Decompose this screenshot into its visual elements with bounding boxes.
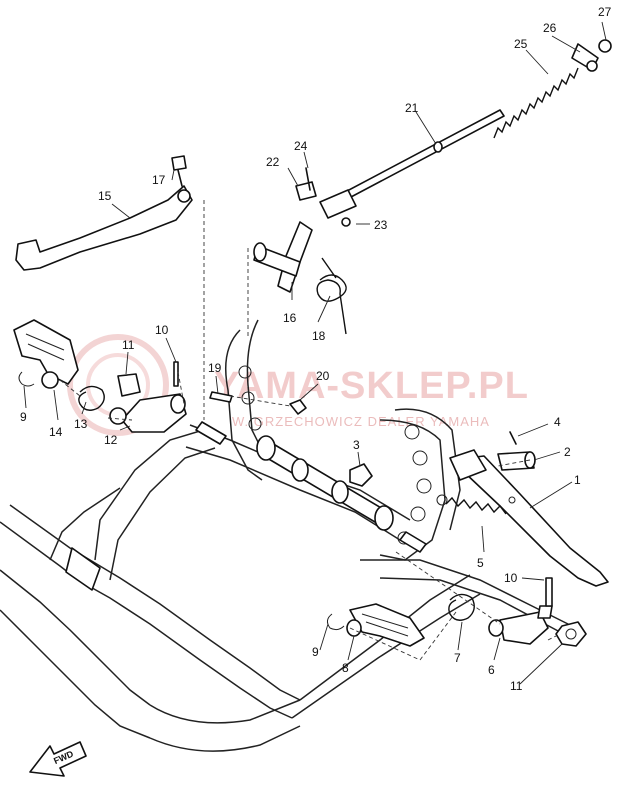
frame [0,319,581,752]
part-label-23: 23 [374,218,388,232]
brake-rod [329,109,505,207]
pivot-nut [349,463,373,487]
part-label-8: 8 [342,661,349,675]
part-label-16: 16 [283,311,297,325]
part-label-7: 7 [454,651,461,665]
watermark: YAMA-SKLEP.PL W. GRZECHOWICZ DEALER YAMA… [67,334,529,436]
part-label-15: 15 [98,189,112,203]
part-label-11-upper: 11 [122,338,135,352]
assembly-lines [59,200,561,661]
part-label-6: 6 [488,663,495,677]
part-label-26: 26 [543,21,557,35]
part-label-25: 25 [514,37,528,51]
watermark-logo-ring [67,334,169,436]
part-label-9-lower: 9 [312,645,319,659]
part-label-24: 24 [294,139,308,153]
part-label-27: 27 [598,5,612,19]
part-label-10-upper: 10 [155,323,169,337]
right-footrest-assembly [326,577,587,647]
part-label-21: 21 [405,101,419,115]
part-label-9-upper: 9 [20,410,27,424]
part-label-17: 17 [152,173,166,187]
part-label-4: 4 [554,415,561,429]
part-label-14: 14 [49,425,63,439]
part-label-22: 22 [266,155,280,169]
cable-adjuster-end [571,39,612,72]
bracket-bolt [209,391,233,403]
part-label-1: 1 [574,473,581,487]
watermark-sub-text: W. GRZECHOWICZ DEALER YAMAHA [232,414,490,429]
part-label-10-lower: 10 [504,571,518,585]
leader-lines [23,21,607,685]
return-spring [316,257,347,335]
part-label-13: 13 [74,417,88,431]
part-label-3: 3 [353,438,360,452]
left-footrest-assembly [13,319,187,433]
brake-pedal [15,185,193,271]
bracket-nut [289,399,307,415]
pedal-bolt [171,155,187,187]
part-label-20: 20 [316,369,330,383]
part-label-12: 12 [104,433,118,447]
part-label-19: 19 [208,361,222,375]
part-label-11-lower: 11 [510,679,523,693]
watermark-main-text: YAMA-SKLEP.PL [214,365,529,407]
part-label-18: 18 [312,329,326,343]
part-label-2: 2 [564,445,571,459]
cable-spring [493,67,579,139]
part-label-5: 5 [477,556,484,570]
fwd-arrow-icon: FWD [29,741,87,777]
rod-clevis [295,167,357,227]
part-number-labels: 27 26 25 21 24 22 23 17 15 16 18 10 11 1… [20,5,612,693]
brake-shaft-arm [253,221,313,293]
side-stand-assembly [436,431,609,587]
